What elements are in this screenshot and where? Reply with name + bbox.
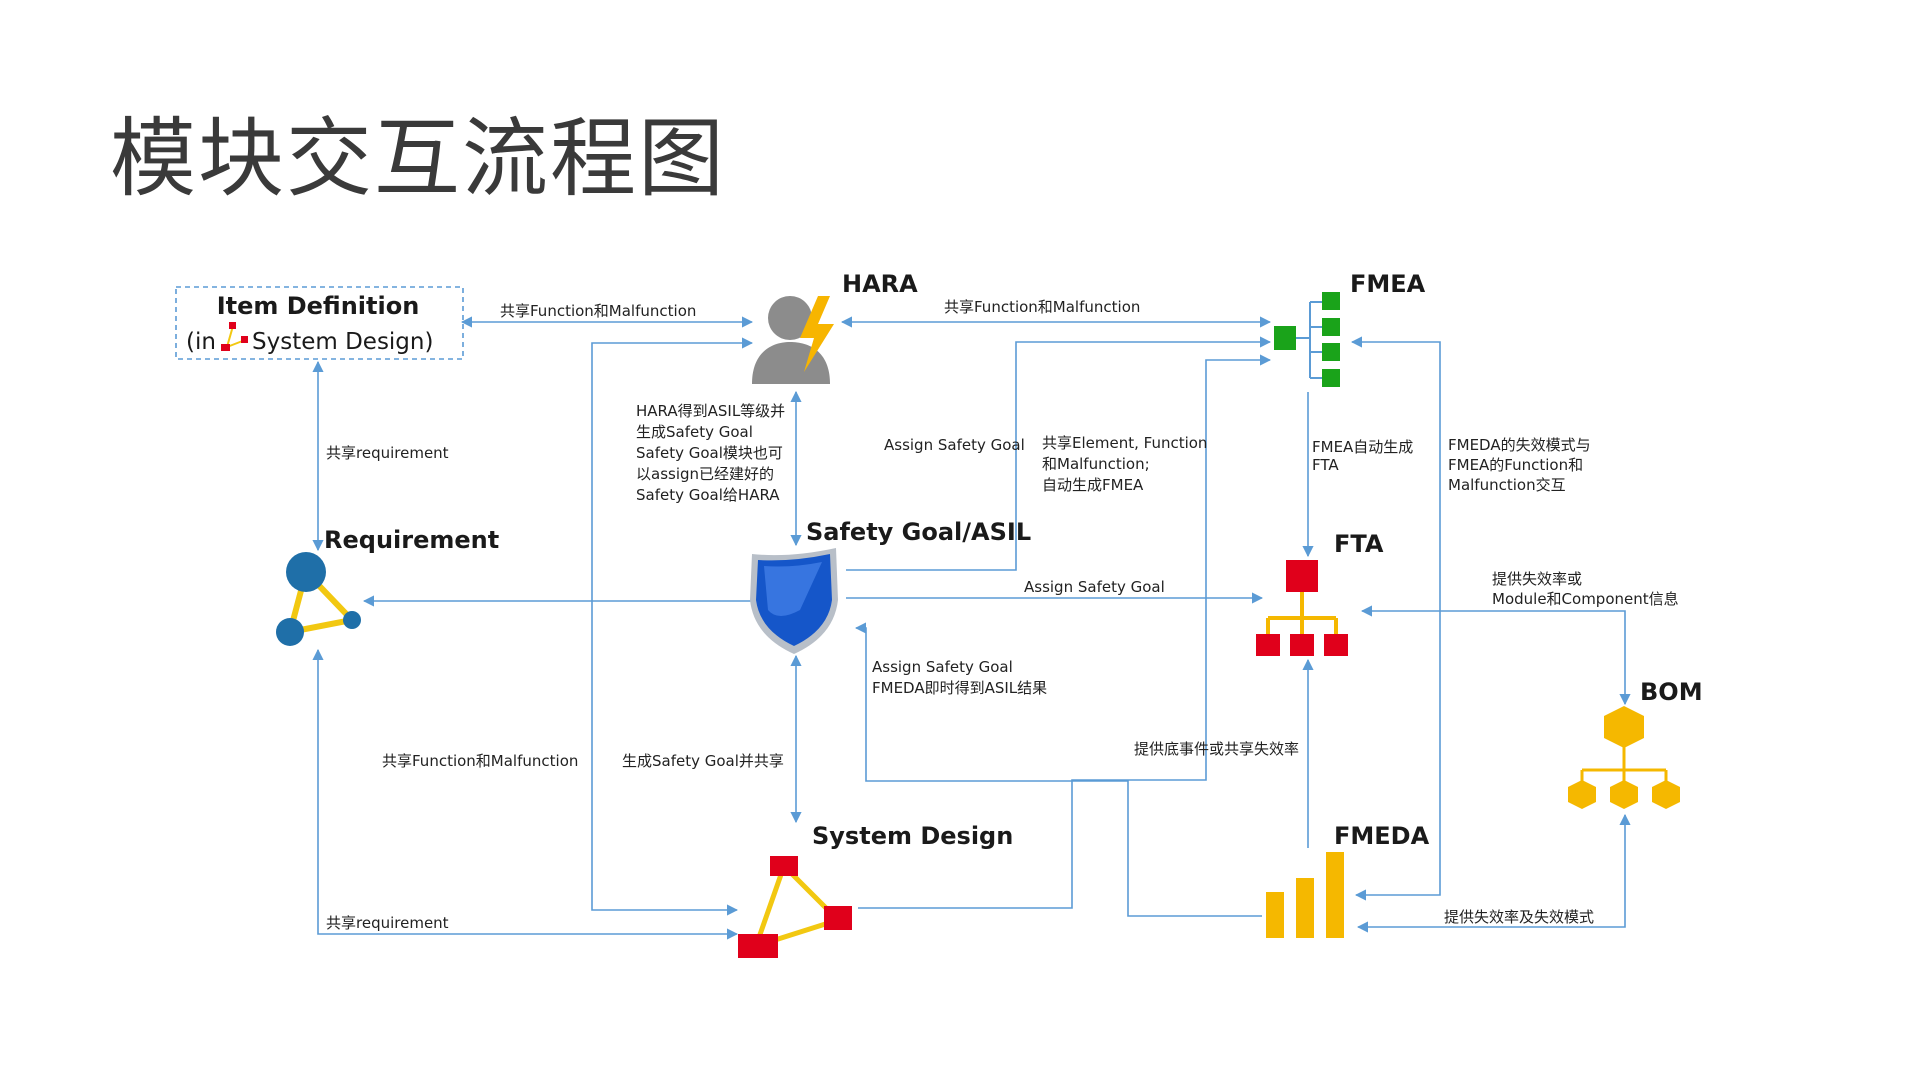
node-hara[interactable]: HARA — [752, 270, 918, 384]
requirement-title: Requirement — [324, 526, 499, 554]
hara-title: HARA — [842, 270, 918, 298]
label-fmeda-fmea: FMEDA的失效模式与 FMEA的Function和 Malfunction交互 — [1448, 436, 1591, 494]
node-fta[interactable]: FTA — [1256, 530, 1384, 656]
edge-labels: 共享Function和Malfunction 共享Function和Malfun… — [326, 298, 1679, 932]
triangle-nodes-icon — [276, 552, 361, 646]
label-fmeda-fmea-line1: FMEDA的失效模式与 — [1448, 436, 1591, 454]
label-hara-sg-line4: 以assign已经建好的 — [636, 465, 774, 483]
edge-sd-fmea — [858, 354, 1272, 909]
label-hara-sg-line1: HARA得到ASIL等级并 — [636, 402, 785, 420]
label-hara-sg-line2: 生成Safety Goal — [636, 423, 753, 441]
edge-fmeda-fmea — [1350, 336, 1441, 901]
item-definition-title: Item Definition — [217, 292, 420, 320]
edge-sg-fmea — [846, 336, 1272, 571]
label-hara-fmea: 共享Function和Malfunction — [944, 298, 1140, 316]
label-sd-fmea-line3: 自动生成FMEA — [1042, 476, 1144, 494]
label-fmea-fta: FMEA自动生成 FTA — [1312, 438, 1413, 474]
label-bom-fmeda: 提供失效率及失效模式 — [1444, 908, 1594, 926]
fmeda-title: FMEDA — [1334, 822, 1430, 850]
person-lightning-icon — [752, 296, 834, 384]
label-fmea-fta-line2: FTA — [1312, 456, 1339, 474]
label-sg-fmea: Assign Safety Goal — [884, 436, 1025, 454]
label-sd-fmea-line2: 和Malfunction; — [1042, 455, 1150, 473]
fmea-title: FMEA — [1350, 270, 1426, 298]
safety-goal-title: Safety Goal/ASIL — [806, 518, 1031, 546]
label-fmeda-fmea-line2: FMEA的Function和 — [1448, 456, 1583, 474]
label-sd-fmea: 共享Element, Function 和Malfunction; 自动生成FM… — [1042, 434, 1207, 494]
shield-icon — [750, 548, 838, 654]
node-requirement[interactable]: Requirement — [276, 526, 499, 646]
system-design-mini-icon — [221, 322, 248, 351]
label-hara-sg-line3: Safety Goal模块也可 — [636, 444, 783, 462]
node-safety-goal[interactable]: Safety Goal/ASIL — [750, 518, 1031, 654]
bar-chart-icon — [1266, 852, 1344, 938]
label-sd-hara: 共享Function和Malfunction — [382, 752, 578, 770]
label-sg-fmeda-line2: FMEDA即时得到ASIL结果 — [872, 679, 1047, 697]
label-sg-fmeda: Assign Safety Goal FMEDA即时得到ASIL结果 — [872, 658, 1047, 697]
page-title: 模块交互流程图 — [110, 109, 726, 209]
label-hara-sg-line5: Safety Goal给HARA — [636, 486, 780, 504]
item-definition-suffix: System Design) — [252, 329, 433, 355]
edge-sd-requirement — [312, 648, 739, 940]
system-design-title: System Design — [812, 822, 1013, 850]
label-sd-fmea-line1: 共享Element, Function — [1042, 434, 1207, 452]
label-hara-sg: HARA得到ASIL等级并 生成Safety Goal Safety Goal模… — [636, 402, 785, 504]
node-item-definition[interactable]: Item Definition (in System Design) — [175, 286, 464, 360]
cube-tree-icon — [1568, 706, 1680, 809]
node-bom[interactable]: BOM — [1568, 678, 1703, 809]
edge-bom-fta — [1360, 605, 1631, 706]
label-bom-fta-line2: Module和Component信息 — [1492, 590, 1679, 608]
edge-bom-fmeda — [1356, 813, 1631, 933]
edge-sg-fmeda — [854, 622, 1262, 917]
tree-structure-icon — [1274, 292, 1340, 387]
label-bom-fta: 提供失效率或 Module和Component信息 — [1492, 570, 1679, 608]
label-sg-fta: Assign Safety Goal — [1024, 578, 1165, 596]
node-fmeda[interactable]: FMEDA — [1266, 822, 1430, 938]
bom-title: BOM — [1640, 678, 1703, 706]
label-sg-sd: 生成Safety Goal并共享 — [622, 752, 784, 770]
label-bom-fta-line1: 提供失效率或 — [1492, 570, 1582, 588]
item-definition-prefix: (in — [186, 329, 216, 355]
label-item-requirement: 共享requirement — [326, 444, 449, 462]
label-fmeda-fmea-line3: Malfunction交互 — [1448, 476, 1566, 494]
fault-tree-icon — [1256, 560, 1348, 656]
triangle-blocks-icon — [738, 856, 852, 958]
node-fmea[interactable]: FMEA — [1274, 270, 1426, 387]
label-sg-fmeda-line1: Assign Safety Goal — [872, 658, 1013, 676]
label-sd-requirement: 共享requirement — [326, 914, 449, 932]
node-system-design[interactable]: System Design — [738, 822, 1013, 958]
connectors — [312, 316, 1631, 940]
label-fmea-fta-line1: FMEA自动生成 — [1312, 438, 1413, 456]
label-item-hara: 共享Function和Malfunction — [500, 302, 696, 320]
fta-title: FTA — [1334, 530, 1384, 558]
label-fmeda-fta: 提供底事件或共享失效率 — [1134, 740, 1299, 758]
